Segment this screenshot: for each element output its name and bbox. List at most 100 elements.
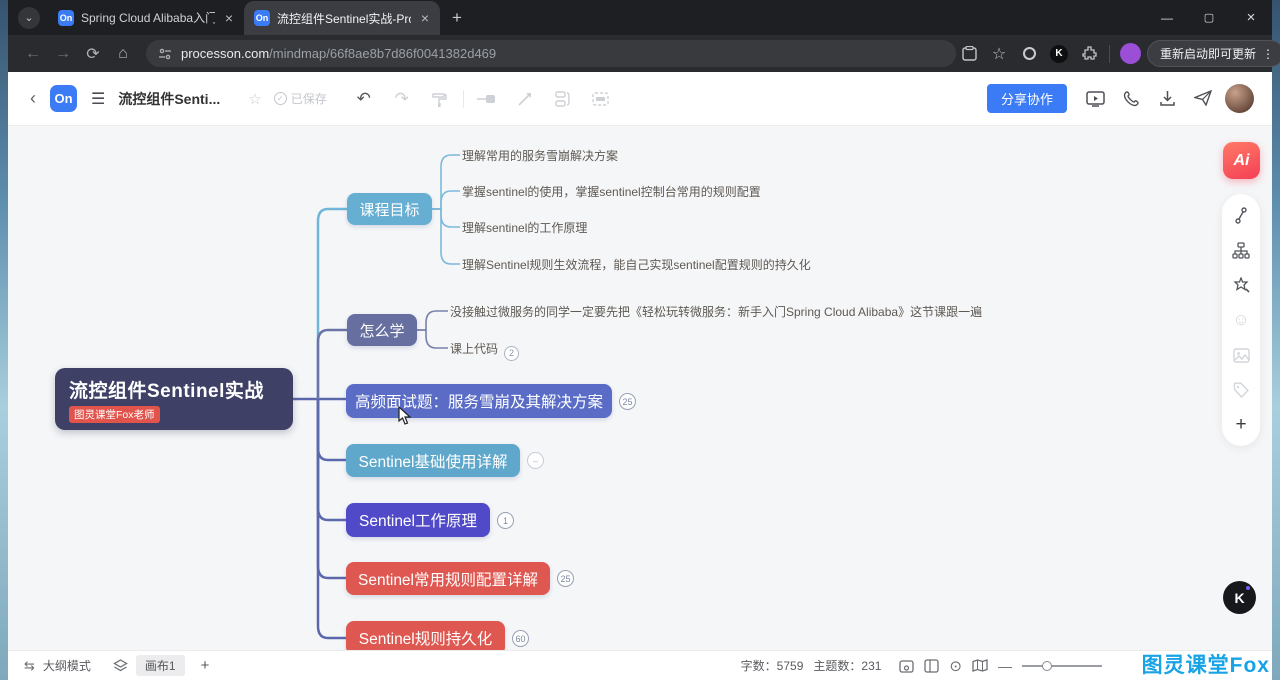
menu-hamburger-icon[interactable]: ☰ <box>91 90 106 108</box>
processon-logo[interactable]: On <box>50 85 77 112</box>
tab-label: 流控组件Sentinel实战-Proces <box>277 11 411 26</box>
presentation-icon[interactable] <box>1077 90 1113 108</box>
nav-forward-icon[interactable]: → <box>55 44 71 62</box>
locate-icon[interactable]: ⊙ <box>949 657 962 675</box>
side-panel-icon[interactable] <box>956 41 982 67</box>
nav-divider <box>1109 44 1110 63</box>
branch-node-goal[interactable]: 课程目标 <box>347 193 432 225</box>
editor-toolbar: ‹ On ☰ 流控组件Senti... ☆ ✓ 已保存 ↶ ↷ 分享协作 <box>8 72 1272 126</box>
saved-check-icon: ✓ <box>273 92 287 105</box>
add-canvas-button[interactable]: + <box>200 657 210 674</box>
mindmap-canvas[interactable]: 流控组件Sentinel实战 图灵课堂Fox老师 课程目标 怎么学 高频面试题：… <box>8 126 1272 650</box>
send-share-icon[interactable] <box>1185 90 1221 108</box>
tab-label: Spring Cloud Alibaba入门到 <box>81 11 215 25</box>
mindmap-connectors <box>293 154 460 640</box>
bookmark-star-icon[interactable]: ☆ <box>991 45 1007 63</box>
document-title[interactable]: 流控组件Senti... <box>118 90 221 107</box>
save-status: ✓ 已保存 <box>273 90 327 107</box>
leaf-topic[interactable]: 掌握sentinel的使用，掌握sentinel控制台常用的规则配置 <box>462 185 761 199</box>
branch-node-basic-usage[interactable]: Sentinel基础使用详解 <box>346 444 520 477</box>
collapsed-count-badge[interactable]: 25 <box>557 570 574 587</box>
collapsed-count-badge[interactable]: 60 <box>512 630 529 647</box>
relation-arrow-icon[interactable] <box>506 89 544 109</box>
nav-reload-icon[interactable]: ⟳ <box>86 45 100 63</box>
collapsed-count-badge[interactable]: 1 <box>497 512 514 529</box>
mindmap-root-node[interactable]: 流控组件Sentinel实战 图灵课堂Fox老师 <box>55 368 293 430</box>
extensions-puzzle-icon[interactable] <box>1076 41 1102 67</box>
new-tab-button[interactable]: + <box>452 7 462 27</box>
format-painter-icon[interactable] <box>421 89 459 109</box>
branch-node-rules-config[interactable]: Sentinel常用规则配置详解 <box>346 562 550 595</box>
relation-line-icon[interactable] <box>1233 206 1249 224</box>
browser-tab-inactive[interactable]: On Spring Cloud Alibaba入门到 × <box>48 0 244 35</box>
extension-ring-icon[interactable] <box>1016 41 1042 67</box>
tab-close-icon[interactable]: × <box>420 10 429 26</box>
ai-assistant-button[interactable]: Ai <box>1223 142 1260 179</box>
mouse-cursor <box>398 406 412 425</box>
address-bar[interactable]: processon.com/mindmap/66f8ae8b7d86f00413… <box>146 40 956 67</box>
branch-node-principle[interactable]: Sentinel工作原理 <box>346 503 490 537</box>
favorite-star-icon[interactable]: ☆ <box>248 90 262 108</box>
leaf-topic[interactable]: 没接触过微服务的同学一定要先把《轻松玩转微服务：新手入门Spring Cloud… <box>450 305 983 319</box>
url-text: processon.com/mindmap/66f8ae8b7d86f00413… <box>181 46 497 61</box>
branch-node-how[interactable]: 怎么学 <box>347 314 417 346</box>
frame-select-icon[interactable] <box>582 89 620 109</box>
emoji-icon[interactable]: ☺ <box>1232 310 1250 329</box>
summary-bracket-icon[interactable] <box>544 89 582 109</box>
leaf-topic[interactable]: 理解常用的服务雪崩解决方案 <box>462 149 619 163</box>
toolbar-divider <box>462 89 464 108</box>
window-close-button[interactable]: × <box>1246 9 1256 26</box>
undo-icon[interactable]: ↶ <box>356 88 371 108</box>
window-maximize-button[interactable]: ▢ <box>1203 12 1215 24</box>
collapsed-count-badge[interactable]: – <box>527 452 544 469</box>
phone-call-icon[interactable] <box>1113 90 1149 108</box>
browser-window: ⌄ On Spring Cloud Alibaba入门到 × On 流控组件Se… <box>8 0 1280 680</box>
topic-count: 主题数：231 <box>813 659 882 673</box>
structure-icon[interactable] <box>1232 241 1250 259</box>
browser-tab-active[interactable]: On 流控组件Sentinel实战-Proces × <box>244 1 440 35</box>
k-floating-button[interactable]: K <box>1223 581 1256 614</box>
processon-favicon: On <box>254 10 270 26</box>
zoom-slider[interactable] <box>1022 660 1102 671</box>
outline-swap-icon[interactable]: ⇆ <box>24 657 35 673</box>
browser-nav-bar: ← → ⟳ ⌂ processon.com/mindmap/66f8ae8b7d… <box>8 35 1280 72</box>
share-collaborate-button[interactable]: 分享协作 <box>986 84 1067 113</box>
leaf-topic[interactable]: 理解sentinel的工作原理 <box>462 221 588 235</box>
zoom-out-icon[interactable]: — <box>998 657 1012 674</box>
insert-topic-icon[interactable] <box>468 89 506 109</box>
nav-home-icon[interactable]: ⌂ <box>118 44 128 62</box>
profile-avatar[interactable] <box>1117 41 1143 67</box>
outline-mode-label[interactable]: 大纲模式 <box>42 659 91 673</box>
layers-icon[interactable] <box>113 658 128 673</box>
branch-node-interview[interactable]: 高频面试题：服务雪崩及其解决方案 <box>346 384 612 418</box>
layout-icon[interactable] <box>924 658 940 673</box>
style-wand-icon[interactable] <box>1232 276 1250 294</box>
word-count: 字数：5759 <box>740 659 804 673</box>
image-icon[interactable] <box>1232 346 1250 364</box>
minimap-icon[interactable] <box>972 659 988 672</box>
screenshot-icon[interactable] <box>899 659 915 673</box>
root-badge: 图灵课堂Fox老师 <box>69 405 160 423</box>
extension-k-icon[interactable]: K <box>1046 41 1072 67</box>
tag-icon[interactable] <box>1233 381 1249 399</box>
root-title: 流控组件Sentinel实战 <box>69 380 264 402</box>
zoom-slider-knob[interactable] <box>1042 660 1052 671</box>
branch-node-persistence[interactable]: Sentinel规则持久化 <box>346 621 505 650</box>
user-avatar[interactable] <box>1225 84 1254 113</box>
back-to-files-icon[interactable]: ‹ <box>30 88 36 108</box>
chrome-menu-icon[interactable]: ⋮ <box>1262 46 1275 61</box>
leaf-topic[interactable]: 理解Sentinel规则生效流程，能自己实现sentinel配置规则的持久化 <box>462 258 811 272</box>
canvas-tab[interactable]: 画布1 <box>135 655 185 676</box>
chrome-update-button[interactable]: 重新启动即可更新 ⋮ <box>1147 40 1280 67</box>
add-icon[interactable]: + <box>1235 414 1247 435</box>
site-settings-icon[interactable] <box>158 47 172 61</box>
collapsed-count-badge[interactable]: 25 <box>619 393 636 410</box>
tab-search-chevron-icon[interactable]: ⌄ <box>18 6 40 29</box>
window-minimize-button[interactable]: — <box>1161 10 1173 25</box>
collapsed-count-badge[interactable]: 2 <box>504 345 520 361</box>
nav-back-icon[interactable]: ← <box>25 44 41 62</box>
download-icon[interactable] <box>1149 90 1185 108</box>
tab-close-icon[interactable]: × <box>224 9 233 26</box>
redo-icon[interactable]: ↷ <box>394 88 409 108</box>
